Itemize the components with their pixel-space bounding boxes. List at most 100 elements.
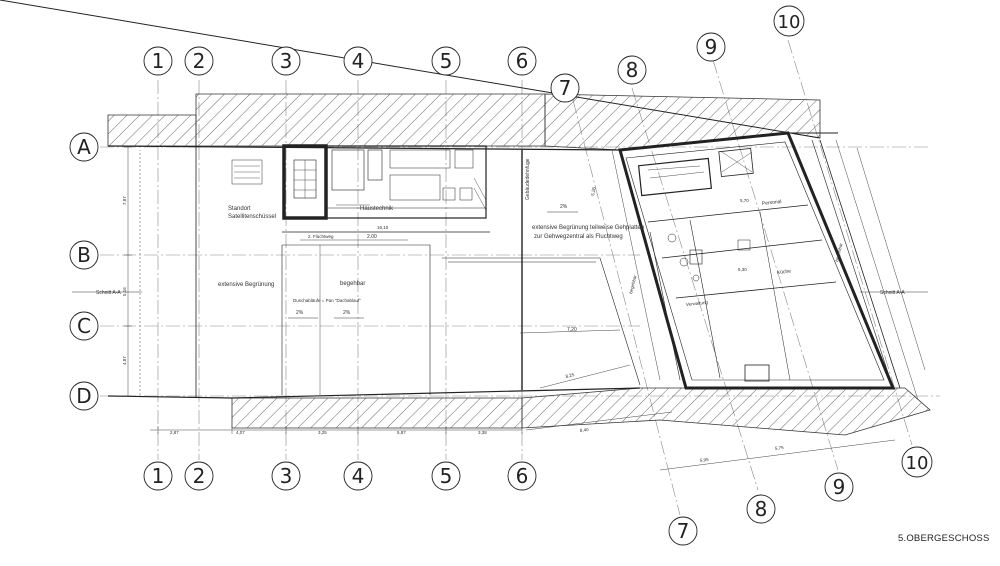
grid-bubbles: 1 2 3 4 5 6 1 2 3 4 5 6 A B C D 7 8 9 10…	[69, 5, 933, 546]
dim-label-487: 4,87	[122, 356, 127, 365]
south-wall-hatch-right	[521, 387, 931, 436]
svg-text:4: 4	[352, 49, 365, 73]
grid-col-top-6: 6	[507, 46, 537, 76]
grid-rot-bottom-8: 8	[746, 494, 776, 524]
label-walkable-3: begehbar	[834, 242, 844, 262]
grid-row-left-b: B	[69, 240, 99, 270]
technical-room	[325, 145, 487, 219]
dim-label-b4: 5,87	[397, 430, 406, 435]
stair-hatch	[107, 114, 197, 147]
label-expansion-joint: Gebäudedehnfuge	[525, 158, 531, 200]
svg-text:A: A	[77, 135, 91, 159]
label-satellite: Satellitenschüssel	[228, 214, 276, 220]
dimension-lines	[124, 139, 926, 471]
grid-col-bottom-2: 2	[184, 461, 214, 491]
slope-label-1: 2%	[296, 310, 304, 316]
label-walkable-2: begehbar	[628, 274, 638, 294]
dim-label-516: 5,16	[122, 287, 127, 296]
dim-label-526: 5,26	[590, 186, 597, 196]
label-extensive-greening: extensive Begrünung	[218, 282, 274, 288]
grid-col-bottom-6: 6	[507, 461, 537, 491]
svg-text:7: 7	[559, 76, 572, 100]
svg-text:9: 9	[833, 475, 846, 499]
grid-col-bottom-3: 3	[271, 461, 301, 491]
svg-text:3: 3	[280, 49, 293, 73]
dim-label-595: 5,95	[700, 457, 710, 463]
label-technical: Haustechnik	[360, 206, 394, 212]
grid-col-top-1: 1	[143, 46, 173, 76]
label-staff: Personal	[762, 199, 782, 207]
dim-label-b5: 3,38	[478, 430, 487, 435]
grid-rot-top-9: 9	[696, 32, 726, 62]
dim-label-1610: 16,10	[377, 225, 389, 230]
rotated-wing	[0, 0, 901, 390]
svg-text:4: 4	[352, 464, 365, 488]
roof-outline	[107, 145, 641, 399]
stair-core	[282, 144, 328, 220]
grid-col-bottom-4: 4	[343, 461, 373, 491]
grid-rot-top-7: 7	[550, 73, 580, 103]
grid-row-left-c: C	[69, 311, 99, 341]
label-section-right: Schnitt A-A	[880, 290, 905, 296]
dim-label-b1: 2,87	[170, 430, 179, 435]
grid-col-top-3: 3	[271, 46, 301, 76]
dim-label-570: 5,70	[740, 198, 749, 203]
north-wall-hatch-right	[544, 93, 821, 151]
grid-col-bottom-1: 1	[143, 461, 173, 491]
svg-text:10: 10	[906, 453, 929, 474]
grid-col-top-5: 5	[431, 46, 461, 76]
dim-label-200: 2.00	[367, 234, 377, 240]
grid-col-top-4: 4	[343, 46, 373, 76]
label-walkable: begehbar	[340, 281, 365, 287]
slope-arrows	[288, 211, 578, 319]
label-admin: Verwaltung	[686, 300, 709, 307]
label-escape-route: 2. Fluchtweg	[308, 234, 334, 239]
label-kitchen: Küche	[777, 269, 792, 276]
svg-text:D: D	[76, 384, 91, 408]
svg-text:8: 8	[755, 497, 768, 521]
svg-text:3: 3	[280, 464, 293, 488]
svg-text:6: 6	[516, 464, 529, 488]
svg-text:10: 10	[778, 12, 801, 33]
sheet-title: 5.OBERGESCHOSS	[898, 533, 990, 544]
svg-text:1: 1	[152, 49, 165, 73]
grid-col-top-2: 2	[184, 46, 214, 76]
grid-rot-top-10: 10	[773, 5, 805, 37]
hatched-walls	[107, 93, 931, 436]
dim-label-840: 8,40	[580, 427, 590, 433]
dim-label-720: 7,20	[567, 327, 577, 333]
slope-label-3: 2%	[560, 204, 568, 210]
svg-text:5: 5	[440, 464, 453, 488]
label-drain: Duschabläufe = Pan "Dachablauf"	[293, 298, 361, 303]
grid-rot-top-8: 8	[617, 55, 647, 85]
grid-rot-bottom-9: 9	[824, 472, 854, 502]
svg-text:9: 9	[705, 35, 718, 59]
dim-label-787: 7,87	[122, 196, 127, 205]
grid-row-left-a: A	[69, 132, 99, 162]
slope-label-2: 2%	[343, 310, 351, 316]
dim-label-530: 5,30	[738, 267, 747, 272]
svg-text:2: 2	[193, 464, 206, 488]
dim-label-b2: 4,07	[236, 430, 245, 435]
grid-rot-bottom-7: 7	[668, 516, 698, 546]
svg-text:2: 2	[193, 49, 206, 73]
dim-label-575: 5,75	[775, 445, 785, 451]
svg-text:7: 7	[677, 519, 690, 543]
grid-rot-bottom-10: 10	[901, 446, 933, 478]
label-standort: Standort	[228, 206, 251, 212]
svg-text:1: 1	[152, 464, 165, 488]
plan-labels: Standort Satellitenschüssel extensive Be…	[96, 158, 905, 463]
svg-text:8: 8	[626, 58, 639, 82]
svg-text:B: B	[77, 243, 91, 267]
grid-row-left-d: D	[69, 381, 99, 411]
south-wall-hatch	[231, 397, 523, 429]
grid-col-bottom-5: 5	[431, 461, 461, 491]
dim-label-825: 8,25	[565, 372, 575, 379]
svg-text:6: 6	[516, 49, 529, 73]
north-wall-hatch	[195, 93, 546, 147]
equipment-note	[231, 159, 263, 185]
svg-text:5: 5	[440, 49, 453, 73]
label-greening-line1: extensive Begrünung teilweise Gehplatten	[532, 225, 644, 231]
svg-text:C: C	[77, 314, 91, 338]
